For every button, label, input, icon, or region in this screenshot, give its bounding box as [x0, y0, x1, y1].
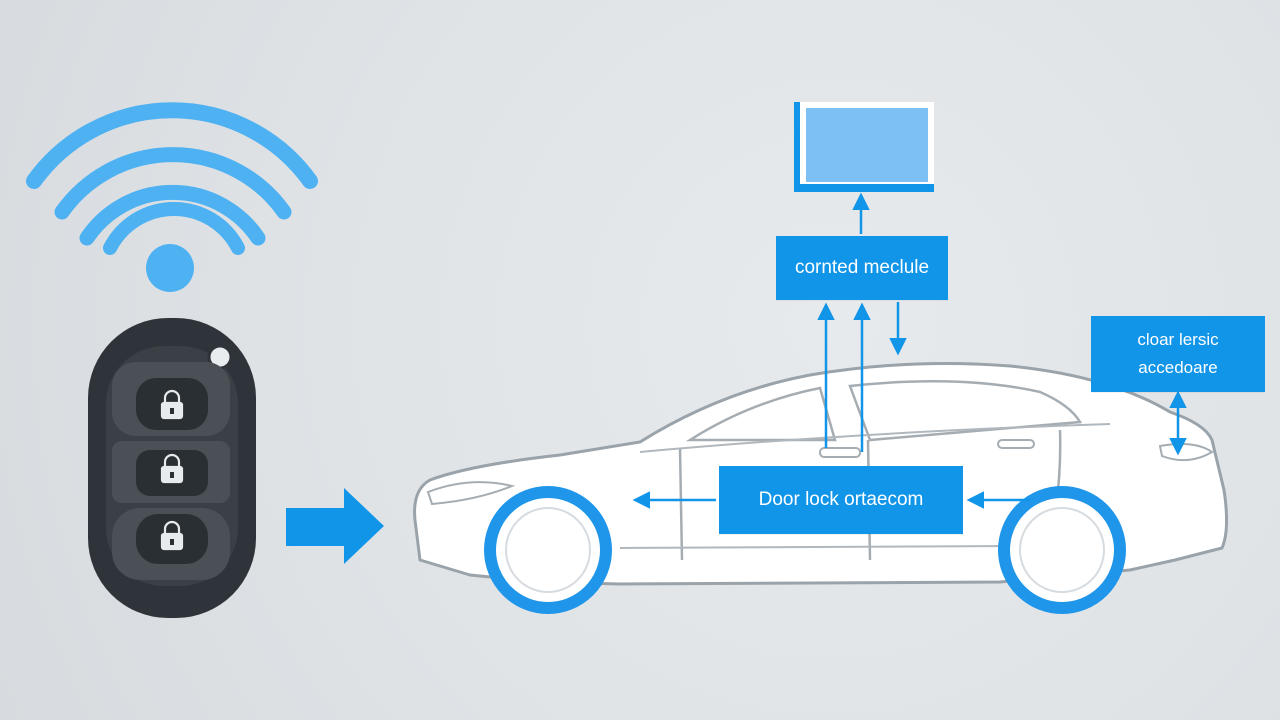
door-access-text-line1: cloar lersic: [1137, 330, 1219, 349]
car-headlight: [426, 481, 516, 506]
padlock-icon: [160, 389, 184, 420]
control-module-label: cornted meclule: [776, 236, 948, 300]
car-sill-line: [619, 545, 1021, 549]
key-fob-icon: [88, 318, 256, 618]
car-door-handle: [819, 447, 861, 458]
car-door-line-front: [678, 447, 684, 561]
connector-arrows: [632, 192, 1187, 509]
control-module-text: cornted meclule: [794, 257, 930, 278]
signal-wave-outer: [26, 102, 318, 189]
signal-wave-middle: [54, 147, 292, 220]
car-beltline: [639, 423, 1111, 453]
wifi-signal-icon: [26, 102, 318, 255]
padlock-icon: [160, 453, 184, 484]
door-actuator-text: Door lock ortaecom: [758, 489, 924, 510]
display-screen-icon: [794, 102, 934, 192]
car-door-handle: [997, 439, 1035, 449]
signal-wave-core: [103, 202, 245, 255]
signal-wave-inner: [79, 184, 266, 246]
door-actuator-label: Door lock ortaecom: [719, 466, 963, 534]
car-front-window: [848, 379, 1083, 442]
door-access-label: cloar lersic accedoare: [1091, 316, 1265, 392]
right-arrow-icon: [286, 488, 384, 564]
door-access-text-line2: accedoare: [1138, 358, 1218, 377]
car-rear-window: [685, 386, 837, 442]
padlock-icon: [160, 520, 184, 551]
signal-source-dot: [146, 244, 194, 292]
